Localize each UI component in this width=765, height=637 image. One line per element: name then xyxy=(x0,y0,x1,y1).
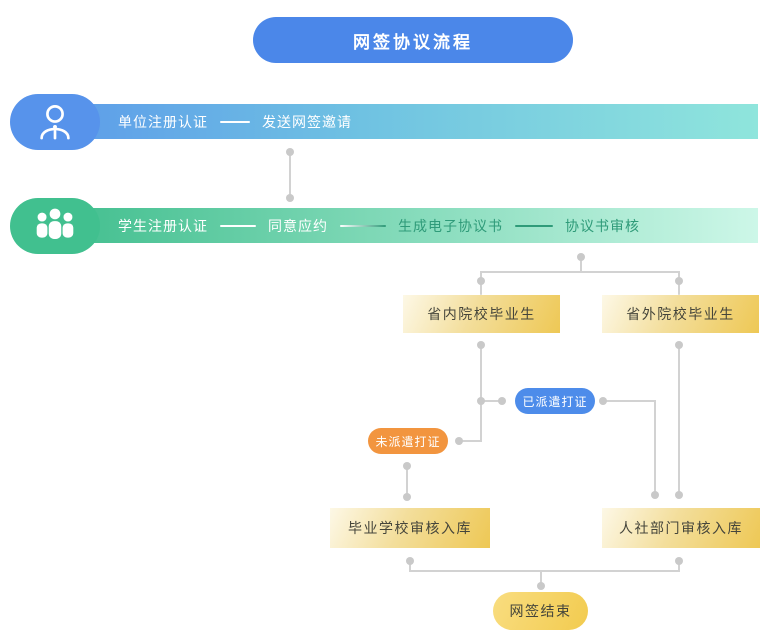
step-connector-dash xyxy=(340,224,386,227)
step-connector-dash xyxy=(515,224,553,227)
not-dispatched-card-pill: 未派遣打证 xyxy=(368,428,448,454)
step-employer-register: 单位注册认证 xyxy=(118,113,208,130)
out-province-graduate-label: 省外院校毕业生 xyxy=(626,306,735,322)
group-icon xyxy=(36,208,74,239)
step-agreement-review: 协议书审核 xyxy=(565,217,640,234)
step-generate-agreement: 生成电子协议书 xyxy=(398,217,503,234)
school-review-box: 毕业学校审核入库 xyxy=(330,508,490,548)
page-title-label: 网签协议流程 xyxy=(353,32,473,52)
step-send-invite: 发送网签邀请 xyxy=(262,113,352,130)
end-pill: 网签结束 xyxy=(493,592,588,630)
dispatched-card-label: 已派遣打证 xyxy=(522,394,588,409)
end-pill-label: 网签结束 xyxy=(509,603,572,619)
out-province-graduate-box: 省外院校毕业生 xyxy=(602,295,759,333)
page-title: 网签协议流程 xyxy=(253,17,573,63)
person-icon xyxy=(40,105,70,140)
student-lane-bar: 学生注册认证 同意应约 生成电子协议书 协议书审核 xyxy=(40,208,758,243)
step-connector-dash xyxy=(220,120,250,123)
hr-dept-review-box: 人社部门审核入库 xyxy=(602,508,760,548)
step-accept-offer: 同意应约 xyxy=(268,217,328,234)
not-dispatched-card-label: 未派遣打证 xyxy=(375,434,441,449)
in-province-graduate-box: 省内院校毕业生 xyxy=(403,295,560,333)
hr-dept-review-label: 人社部门审核入库 xyxy=(619,520,743,536)
employer-lane-head xyxy=(10,94,100,150)
step-connector-dash xyxy=(220,224,256,227)
step-student-register: 学生注册认证 xyxy=(118,217,208,234)
dispatched-card-pill: 已派遣打证 xyxy=(515,388,595,414)
in-province-graduate-label: 省内院校毕业生 xyxy=(427,306,536,322)
employer-lane-bar: 单位注册认证 发送网签邀请 xyxy=(40,104,758,139)
student-lane-head xyxy=(10,198,100,254)
school-review-label: 毕业学校审核入库 xyxy=(348,520,472,536)
